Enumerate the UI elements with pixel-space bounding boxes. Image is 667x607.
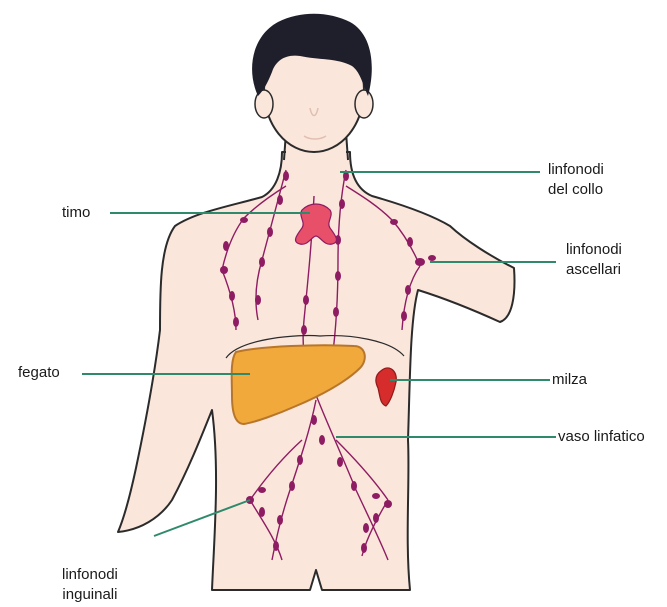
- lymph-node: [301, 325, 307, 335]
- lymph-vessel-label: vaso linfatico: [558, 427, 645, 447]
- lymph-node: [277, 515, 283, 525]
- lymph-node: [363, 523, 369, 533]
- lymph-node: [361, 543, 367, 553]
- lymph-node: [223, 241, 229, 251]
- lymph-node: [297, 455, 303, 465]
- lymph-node: [267, 227, 273, 237]
- lymph-node: [259, 507, 265, 517]
- inguinal-nodes-label-line2: inguinali: [62, 585, 118, 605]
- thymus-label: timo: [62, 203, 90, 223]
- lymph-node: [283, 171, 289, 181]
- axillary-nodes-label-line2: ascellari: [566, 260, 622, 280]
- lymph-node: [233, 317, 239, 327]
- lymph-node: [289, 481, 295, 491]
- axillary-nodes-label-line1: linfonodi: [566, 240, 622, 260]
- body-silhouette: [118, 14, 514, 590]
- inguinal-nodes-label-line1: linfonodi: [62, 565, 118, 585]
- lymph-node: [259, 257, 265, 267]
- lymph-node: [351, 481, 357, 491]
- lymph-node: [335, 271, 341, 281]
- lymph-node: [273, 541, 279, 551]
- lymph-node: [405, 285, 411, 295]
- lymph-node: [390, 219, 398, 225]
- spleen-label: milza: [552, 370, 587, 390]
- lymph-node: [401, 311, 407, 321]
- neck-nodes-label-line1: linfonodi: [548, 160, 604, 180]
- lymph-node: [333, 307, 339, 317]
- lymph-node: [220, 266, 228, 274]
- lymph-node: [229, 291, 235, 301]
- inguinal-nodes-label: linfonodi inguinali: [62, 565, 118, 605]
- lymph-node: [319, 435, 325, 445]
- lymph-node: [303, 295, 309, 305]
- liver-label: fegato: [18, 363, 60, 383]
- lymph-node: [258, 487, 266, 493]
- right-ear: [355, 90, 373, 118]
- lymph-node: [415, 258, 425, 266]
- lymph-node: [407, 237, 413, 247]
- lymph-node: [311, 415, 317, 425]
- lymph-node: [372, 493, 380, 499]
- lymph-node: [337, 457, 343, 467]
- lymph-node: [373, 513, 379, 523]
- lymph-node: [240, 217, 248, 223]
- lymph-node: [255, 295, 261, 305]
- lymph-node: [277, 195, 283, 205]
- neck-nodes-label: linfonodi del collo: [548, 160, 604, 200]
- neck-nodes-label-line2: del collo: [548, 180, 604, 200]
- lymph-node: [384, 500, 392, 508]
- lymph-node: [428, 255, 436, 261]
- axillary-nodes-label: linfonodi ascellari: [566, 240, 622, 280]
- lymph-node: [339, 199, 345, 209]
